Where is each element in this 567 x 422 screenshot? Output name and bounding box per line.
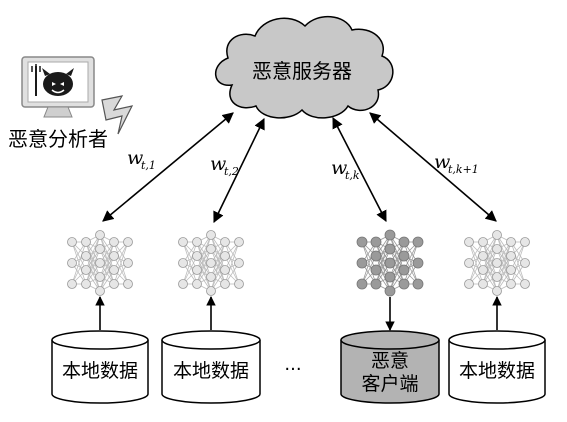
data-arrows: [95, 296, 502, 331]
client-1-label: 本地数据: [62, 360, 138, 382]
weight-label-1: w t,1: [127, 147, 156, 172]
client-k1-store: 本地数据: [448, 330, 546, 404]
malicious-analyst: 恶意分析者: [8, 56, 134, 151]
arrows: [102, 112, 497, 224]
weight-1-base: w: [127, 147, 143, 169]
ellipsis: ···: [284, 359, 301, 380]
weight-label-k: w t,k: [331, 157, 360, 182]
server-label: 恶意服务器: [252, 59, 352, 83]
client-k1-label: 本地数据: [459, 360, 535, 382]
client-2-label: 本地数据: [173, 360, 249, 382]
malicious-server-cloud: 恶意服务器: [215, 16, 394, 119]
weight-label-k1: w t,k+1: [434, 151, 479, 176]
neural-net-k1-icon: [464, 230, 530, 296]
weight-k-sub: t,k: [345, 169, 360, 182]
neural-net-1-icon: [67, 230, 133, 296]
analyst-label: 恶意分析者: [8, 127, 108, 151]
client-2-store: 本地数据: [161, 330, 261, 404]
weight-k-base: w: [331, 157, 347, 179]
neural-networks: [67, 229, 530, 297]
client-k-store: 恶意 客户端: [340, 330, 440, 404]
weight-2-base: w: [210, 153, 226, 175]
devil-icon: [31, 64, 74, 96]
client-1-store: 本地数据: [51, 330, 149, 404]
arrow-client-1: [102, 112, 234, 222]
client-k-label-line2: 客户端: [361, 373, 418, 395]
monitor-stand: [43, 106, 73, 118]
weight-label-2: w t,2: [210, 153, 239, 178]
arrow-client-2: [213, 117, 265, 224]
weight-1-sub: t,1: [141, 159, 156, 172]
cloud-shape: [215, 16, 394, 119]
neural-net-2-icon: [178, 230, 244, 296]
weight-k1-sub: t,k+1: [448, 163, 479, 176]
weight-2-sub: t,2: [224, 165, 239, 178]
weight-k1-base: w: [434, 151, 450, 173]
neural-net-k-icon: [356, 229, 424, 297]
client-k-label-line1: 恶意: [371, 350, 409, 372]
weight-labels: w t,1 w t,2 w t,k w t,k+1: [127, 147, 479, 182]
arrow-client-k1: [369, 112, 497, 222]
